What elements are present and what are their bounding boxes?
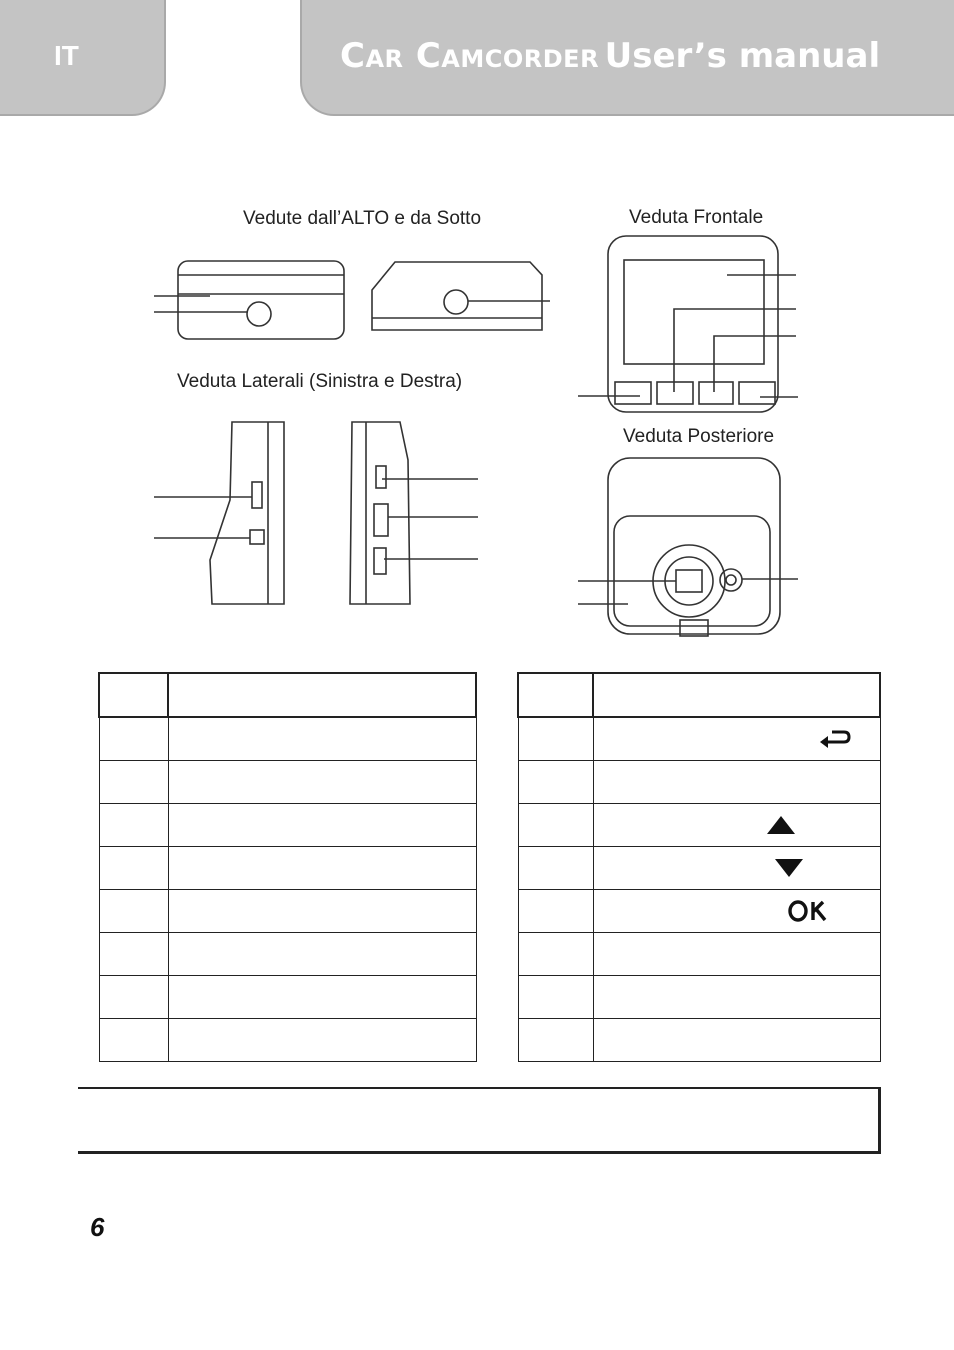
table-row: [517, 932, 881, 976]
number-cell: [517, 803, 594, 847]
table-row: [98, 716, 477, 761]
header-number-cell: [98, 672, 169, 718]
name-cell: [167, 760, 477, 804]
number-cell: [98, 803, 169, 847]
ok-icon: [787, 900, 826, 922]
table-row: [98, 803, 477, 847]
table-row: [98, 975, 477, 1019]
name-cell: [167, 716, 477, 761]
number-cell: [98, 760, 169, 804]
camera-diagrams: [154, 235, 798, 637]
number-cell: [98, 889, 169, 933]
bottom-view-drawing: [371, 261, 550, 331]
number-cell: [98, 1018, 169, 1062]
table-header-row: [98, 672, 477, 718]
name-cell: [592, 932, 881, 976]
number-cell: [517, 716, 594, 761]
number-cell: [517, 846, 594, 890]
caption-front-view: Veduta Frontale: [629, 207, 764, 228]
table-row: [517, 889, 881, 933]
name-cell: [592, 889, 881, 933]
table-row: [517, 803, 881, 847]
language-label: IT: [54, 40, 79, 71]
name-cell: [592, 760, 881, 804]
number-cell: [517, 975, 594, 1019]
number-cell: [517, 1018, 594, 1062]
note-box: [78, 1087, 881, 1154]
number-cell: [517, 760, 594, 804]
name-cell: [167, 803, 477, 847]
header-name-cell: [167, 672, 477, 718]
table-row: [98, 889, 477, 933]
name-cell: [592, 1018, 881, 1062]
table-row: [98, 846, 477, 890]
triangle-up-icon: [766, 816, 795, 834]
title-manual: User’s manual: [604, 36, 881, 76]
left-side-drawing: [154, 421, 285, 605]
page-number: 6: [90, 1212, 105, 1242]
number-cell: [98, 932, 169, 976]
number-cell: [517, 889, 594, 933]
name-cell: [592, 846, 881, 890]
number-cell: [98, 975, 169, 1019]
table-row: [98, 932, 477, 976]
back-arrow-icon: [819, 730, 851, 748]
left-parts-table: [98, 672, 477, 1062]
name-cell: [592, 716, 881, 761]
right-side-drawing: [349, 421, 478, 605]
header-number-cell: [517, 672, 594, 718]
name-cell: [592, 975, 881, 1019]
table-row: [517, 846, 881, 890]
table-row: [98, 1018, 477, 1062]
rear-view-drawing: [578, 457, 798, 637]
number-cell: [517, 932, 594, 976]
header-name-cell: [592, 672, 881, 718]
name-cell: [167, 975, 477, 1019]
name-cell: [167, 846, 477, 890]
language-tab: IT: [0, 0, 166, 116]
manual-title: Car Camcorder User’s manual: [340, 36, 880, 76]
table-row: [517, 760, 881, 804]
table-header-row: [517, 672, 881, 718]
title-product: Car Camcorder: [340, 36, 600, 76]
name-cell: [167, 889, 477, 933]
name-cell: [167, 1018, 477, 1062]
front-view-drawing: [578, 235, 798, 413]
right-parts-table: [517, 672, 881, 1062]
number-cell: [98, 716, 169, 761]
table-row: [517, 716, 881, 761]
table-row: [517, 975, 881, 1019]
name-cell: [167, 932, 477, 976]
number-cell: [98, 846, 169, 890]
table-row: [517, 1018, 881, 1062]
caption-side-views: Veduta Laterali (Sinistra e Destra): [177, 371, 463, 392]
name-cell: [592, 803, 881, 847]
caption-rear-view: Veduta Posteriore: [623, 426, 775, 447]
table-row: [98, 760, 477, 804]
title-banner: Car Camcorder User’s manual: [300, 0, 954, 116]
top-view-drawing: [154, 260, 345, 340]
caption-top-bottom-view: Vedute dall’ALTO e da Sotto: [243, 208, 482, 229]
triangle-down-icon: [774, 859, 803, 877]
